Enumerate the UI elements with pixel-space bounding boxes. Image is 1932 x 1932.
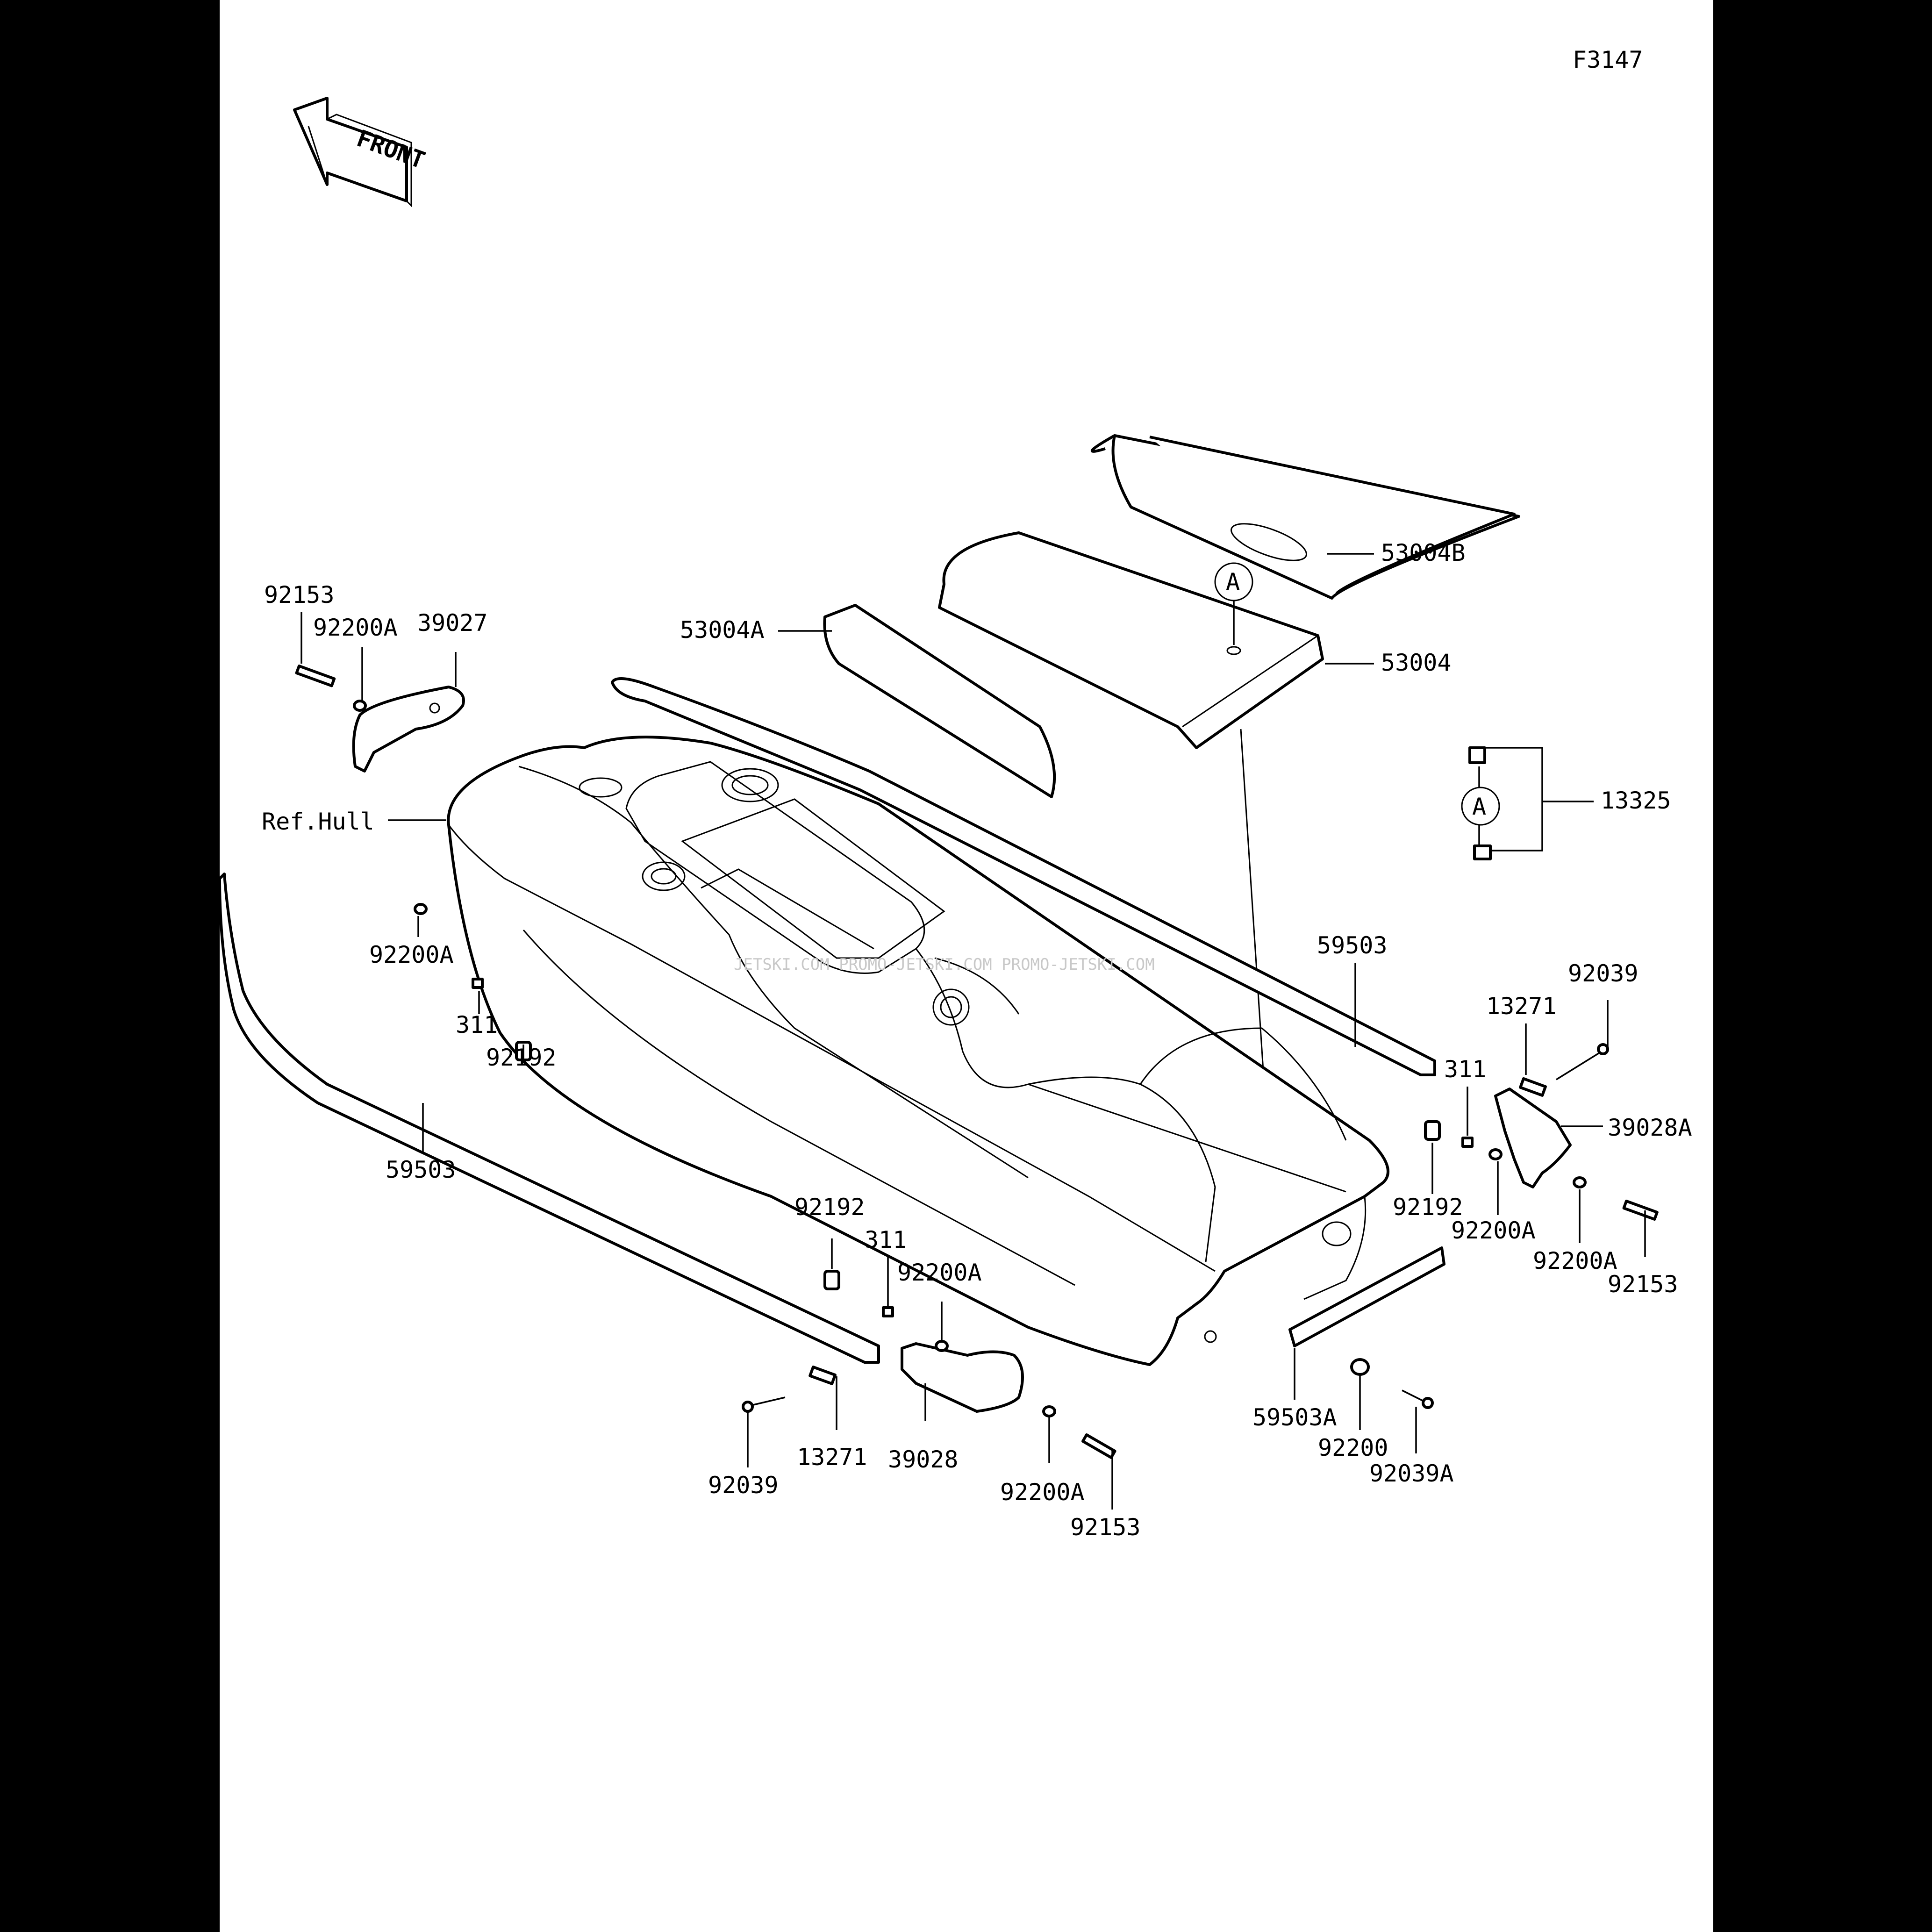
label-92200A-m1: 92200A [897,1259,982,1286]
label-39028A: 39028A [1608,1114,1692,1141]
label-92200A-tl: 92200A [313,614,398,641]
part-59503-rail-left [218,873,880,1364]
watermark: JETSKI.COM PROMO-JETSKI.COM PROMO-JETSKI… [734,955,1155,974]
callout-a-top-letter: A [1226,568,1240,595]
label-92200A-r2: 92200A [1533,1247,1617,1274]
label-92039A: 92039A [1369,1460,1454,1487]
label-92200A-r1: 92200A [1451,1217,1536,1244]
label-53004A: 53004A [680,616,765,644]
part-labels: 53004B 53004 53004A 13325 92153 92200A 3… [262,539,1692,1541]
label-13271-r: 13271 [1486,993,1557,1020]
front-arrow-icon: FRONT [293,97,429,208]
label-92153-tl: 92153 [264,581,335,608]
label-92200A-m2: 92200A [1000,1479,1085,1506]
part-53004A-mat [823,604,1056,798]
label-39028: 39028 [888,1446,959,1473]
label-92200: 92200 [1318,1434,1388,1461]
label-39027: 39027 [417,609,488,637]
label-311-l: 311 [456,1011,498,1038]
label-53004B: 53004B [1381,539,1466,566]
label-92153-m: 92153 [1070,1514,1141,1541]
label-59503A: 59503A [1252,1404,1337,1431]
label-92192-r: 92192 [1393,1194,1463,1221]
label-92039-r: 92039 [1568,960,1639,987]
label-92192-l: 92192 [486,1044,557,1071]
callout-a-right: A [1461,747,1594,852]
hull-body [447,736,1389,1366]
label-92192-m: 92192 [794,1194,865,1221]
label-13271-m: 13271 [797,1444,867,1471]
leader-lines [301,553,1646,1510]
part-39028A-bracket [1494,1088,1572,1188]
label-59503-l: 59503 [386,1156,456,1183]
label-92200A-l: 92200A [369,941,454,968]
label-311-m: 311 [865,1226,907,1253]
label-92153-r: 92153 [1608,1271,1678,1298]
label-59503-r: 59503 [1317,932,1388,959]
part-39028-bracket [901,1342,1024,1413]
label-92039-m: 92039 [708,1472,779,1499]
part-59503-rail-right [611,677,1436,1076]
callout-a-right-letter: A [1472,793,1486,820]
label-311-r: 311 [1444,1056,1486,1083]
part-59503A-rail [1288,1246,1445,1347]
label-53004: 53004 [1381,649,1452,676]
callout-a-top: A [1214,562,1253,645]
label-13325: 13325 [1601,787,1671,814]
figure-code: F3147 [1573,46,1643,73]
part-53004-mat [938,531,1324,749]
part-53004B-mat [1090,434,1520,600]
label-ref-hull: Ref.Hull [262,808,374,835]
part-39027-bracket [352,686,465,773]
